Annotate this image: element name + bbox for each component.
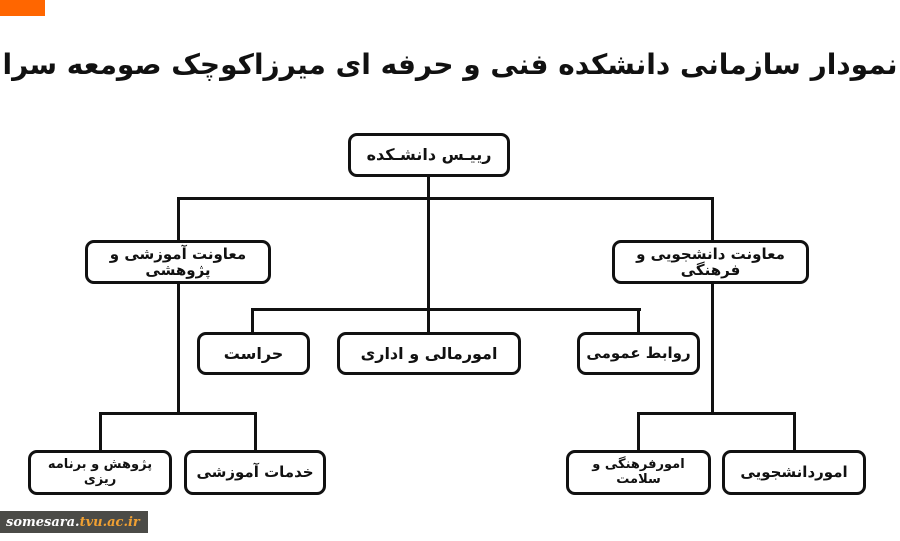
connector-left-branch-vertical	[177, 284, 180, 415]
org-node-educational-services: خدمات آموزشی	[184, 450, 326, 495]
connector-level2-horizontal	[177, 197, 714, 200]
connector-security-drop	[251, 308, 254, 335]
connector-left-deputy-drop	[177, 197, 180, 243]
connector-public-relations-drop	[637, 308, 640, 335]
watermark-domain: tvu.ac.ir	[79, 514, 140, 530]
connector-level3-horizontal	[251, 308, 641, 311]
connector-educational-services-drop	[254, 412, 257, 453]
org-node-cultural-health-affairs: امورفرهنگی و سلامت	[566, 450, 711, 495]
org-node-finance-admin-label: امورمالی و اداری	[360, 343, 498, 363]
watermark-site: somesara.	[6, 514, 80, 530]
org-node-security-label: حراست	[223, 343, 284, 363]
org-node-finance-admin: امورمالی و اداری	[337, 332, 521, 375]
org-node-dean: رییـس دانشـکده	[348, 133, 510, 177]
org-node-security: حراست	[197, 332, 310, 375]
watermark: somesara.tvu.ac.ir	[0, 511, 148, 533]
org-node-research-planning-label: پژوهش و برنامه ریزی	[47, 457, 153, 487]
org-node-public-relations: روابط عمومی	[577, 332, 700, 375]
orange-corner-mark	[0, 0, 45, 16]
org-node-student-cultural-deputy: معاونت دانشجویی و فرهنگی	[612, 240, 809, 284]
org-node-education-research-deputy: معاونت آموزشی و پژوهشی	[85, 240, 271, 284]
org-node-cultural-health-affairs-label: امورفرهنگی و سلامت	[592, 457, 685, 487]
org-node-public-relations-label: روابط عمومی	[586, 344, 691, 363]
org-node-educational-services-label: خدمات آموزشی	[196, 463, 314, 482]
connector-right-deputy-drop	[711, 197, 714, 243]
connector-student-affairs-drop	[793, 412, 796, 453]
connector-research-planning-drop	[99, 412, 102, 453]
org-node-research-planning: پژوهش و برنامه ریزی	[28, 450, 172, 495]
org-node-student-affairs-label: اموردانشجویی	[740, 463, 848, 482]
org-node-dean-label: رییـس دانشـکده	[366, 145, 492, 165]
connector-right-branch-vertical	[711, 284, 714, 415]
org-node-education-research-deputy-label: معاونت آموزشی و پژوهشی	[109, 244, 247, 279]
connector-root-vertical	[427, 177, 430, 334]
connector-cultural-health-drop	[637, 412, 640, 453]
connector-left-level4-horizontal	[99, 412, 257, 415]
connector-right-level4-horizontal	[637, 412, 796, 415]
chart-title: نمودار سازمانی دانشکده فنی و حرفه ای میر…	[2, 48, 898, 81]
org-node-student-cultural-deputy-label: معاونت دانشجویی و فرهنگی	[636, 244, 785, 279]
org-node-student-affairs: اموردانشجویی	[722, 450, 866, 495]
